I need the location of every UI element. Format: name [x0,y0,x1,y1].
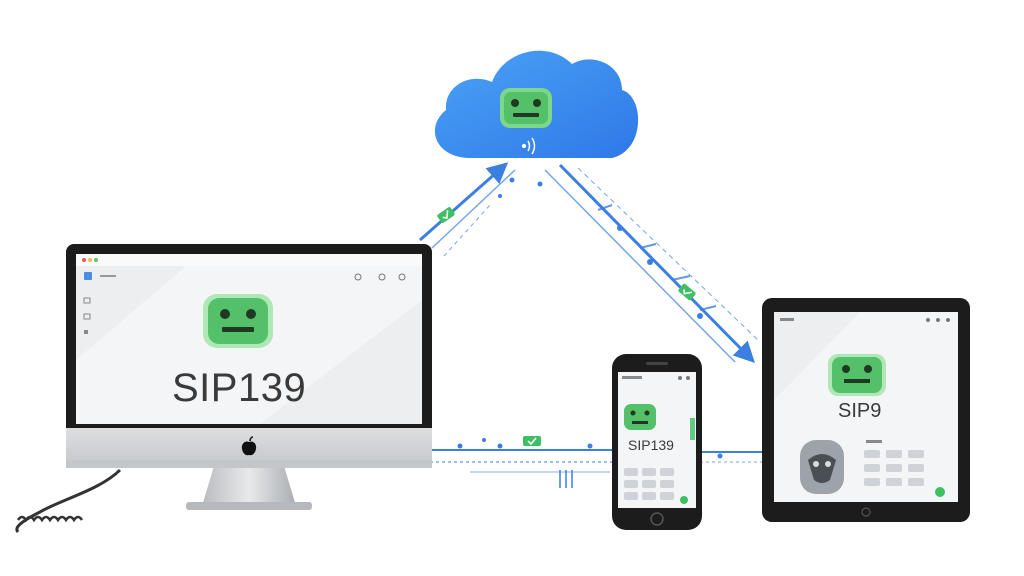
robot-icon [203,294,273,348]
link-imac-devices [430,449,765,488]
robot-icon [500,88,552,128]
keypad-icon [864,450,924,486]
link-imac-cloud [419,162,516,257]
check-badge-icon [437,207,455,223]
imac-computer [15,244,432,534]
link-cloud-tablet [544,163,759,363]
phone-screen-title: SIP139 [628,437,674,453]
app-logo-icon [84,272,92,280]
apple-logo-icon [241,436,257,456]
tablet [762,298,970,522]
wifi-icon [521,137,536,155]
link-nodes [457,177,723,459]
check-badge-icon [523,436,541,446]
headset-icon [800,440,844,494]
tablet-screen-title: SIP9 [838,400,882,422]
cloud-icon [434,50,639,158]
check-badge-icon [678,283,696,301]
smartphone [612,354,702,530]
keypad-icon [624,468,674,500]
robot-icon [624,404,656,430]
imac-screen-title: SIP139 [172,366,307,410]
robot-icon [828,354,886,396]
imac-stand [202,466,296,506]
coiled-cable [15,468,122,534]
